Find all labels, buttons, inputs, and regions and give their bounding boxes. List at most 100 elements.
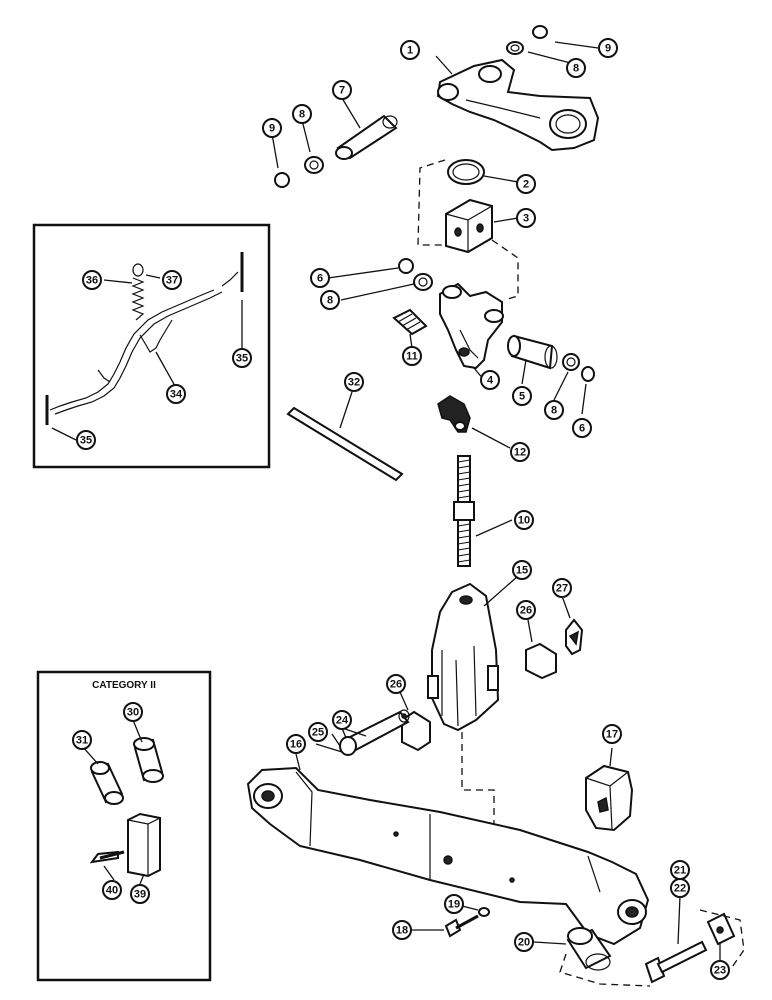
spacer-block (127, 812, 161, 878)
callout-number: 8 (573, 63, 579, 75)
adjusting-screw (392, 308, 428, 336)
callout-circle (123, 702, 143, 722)
callout-circle (480, 370, 500, 390)
lift-arm (436, 58, 600, 152)
callout-number: 20 (518, 937, 530, 949)
callout-number: 36 (86, 275, 98, 287)
lower-clevis (427, 582, 500, 732)
callout-c27: 27 (552, 578, 572, 598)
washer (562, 353, 580, 371)
callout-number: 9 (605, 43, 611, 55)
callout-c2: 2 (516, 174, 536, 194)
callout-c9a: 9 (598, 38, 618, 58)
callout-labels: 1234566788889910111215161718192021222324… (72, 38, 730, 980)
callout-number: 11 (406, 351, 418, 363)
callout-circle (572, 418, 592, 438)
callout-circle (602, 724, 622, 744)
callout-c8d: 8 (544, 400, 564, 420)
washer (304, 156, 324, 174)
callout-c8c: 8 (320, 290, 340, 310)
bushing (566, 927, 612, 971)
callout-number: 30 (127, 707, 139, 719)
callout-c39: 39 (130, 884, 150, 904)
callout-c25: 25 (308, 722, 328, 742)
callout-number: 25 (312, 727, 324, 739)
callout-number: 18 (396, 925, 408, 937)
callout-c11: 11 (402, 346, 422, 366)
bolt (644, 940, 708, 984)
bushing (90, 761, 124, 805)
thread-lines (457, 459, 471, 563)
callout-circle (444, 894, 464, 914)
check-chain (49, 271, 239, 415)
callout-c8b: 8 (292, 104, 312, 124)
callout-c36: 36 (82, 270, 102, 290)
callout-number: 3 (523, 213, 529, 225)
callout-circle (232, 348, 252, 368)
callout-c8a: 8 (566, 58, 586, 78)
callout-circle (332, 80, 352, 100)
callout-circle (82, 270, 102, 290)
callout-c31: 31 (72, 730, 92, 750)
callout-circle (516, 174, 536, 194)
callout-circle (514, 932, 534, 952)
threaded-rod (453, 455, 475, 567)
callout-c19: 19 (444, 894, 464, 914)
callout-circle (292, 104, 312, 124)
spacer-plate (401, 710, 431, 752)
callout-c30: 30 (123, 702, 143, 722)
callout-circle (262, 118, 282, 138)
rod (286, 406, 404, 482)
callout-circle (552, 578, 572, 598)
callout-c9b: 9 (262, 118, 282, 138)
callout-circle (344, 372, 364, 392)
callout-number: 16 (290, 739, 302, 751)
callout-c5: 5 (512, 386, 532, 406)
callout-circle (286, 734, 306, 754)
callout-c21: 21 (670, 860, 690, 880)
callout-number: 39 (134, 889, 146, 901)
callout-circle (102, 880, 122, 900)
callout-c20: 20 (514, 932, 534, 952)
callout-number: 7 (339, 85, 345, 97)
callout-number: 34 (170, 389, 183, 401)
callout-c6b: 6 (572, 418, 592, 438)
stabilizer-bracket (585, 764, 634, 832)
snap-ring (581, 366, 595, 382)
callout-c26a: 26 (516, 600, 536, 620)
callout-circle (166, 384, 186, 404)
callout-c24: 24 (332, 710, 352, 730)
callout-circle (516, 600, 536, 620)
callout-number: 37 (166, 275, 178, 287)
bolt (444, 914, 479, 938)
pin (335, 114, 398, 160)
callout-number: 12 (514, 447, 526, 459)
callout-number: 1 (407, 45, 413, 57)
callout-c15: 15 (512, 560, 532, 580)
callout-circle (402, 346, 422, 366)
chain-spring (131, 263, 145, 321)
callout-number: 10 (518, 515, 530, 527)
callout-c6a: 6 (310, 268, 330, 288)
pin (507, 334, 558, 370)
callout-number: 26 (390, 679, 402, 691)
link-pin (339, 709, 410, 756)
callout-circle (514, 510, 534, 530)
callout-number: 8 (327, 295, 333, 307)
callout-c26b: 26 (386, 674, 406, 694)
callout-circle (72, 730, 92, 750)
callout-c1: 1 (400, 40, 420, 60)
snap-ring (532, 25, 548, 39)
callout-number: 21 (674, 865, 686, 877)
callout-number: 8 (299, 109, 305, 121)
callout-c17: 17 (602, 724, 622, 744)
callout-number: 24 (336, 715, 349, 727)
callout-circle (516, 208, 536, 228)
inset-check-chain (32, 223, 271, 469)
callout-c7: 7 (332, 80, 352, 100)
callout-circle (392, 920, 412, 940)
callout-circle (598, 38, 618, 58)
callout-circle (76, 430, 96, 450)
callout-circle (308, 722, 328, 742)
